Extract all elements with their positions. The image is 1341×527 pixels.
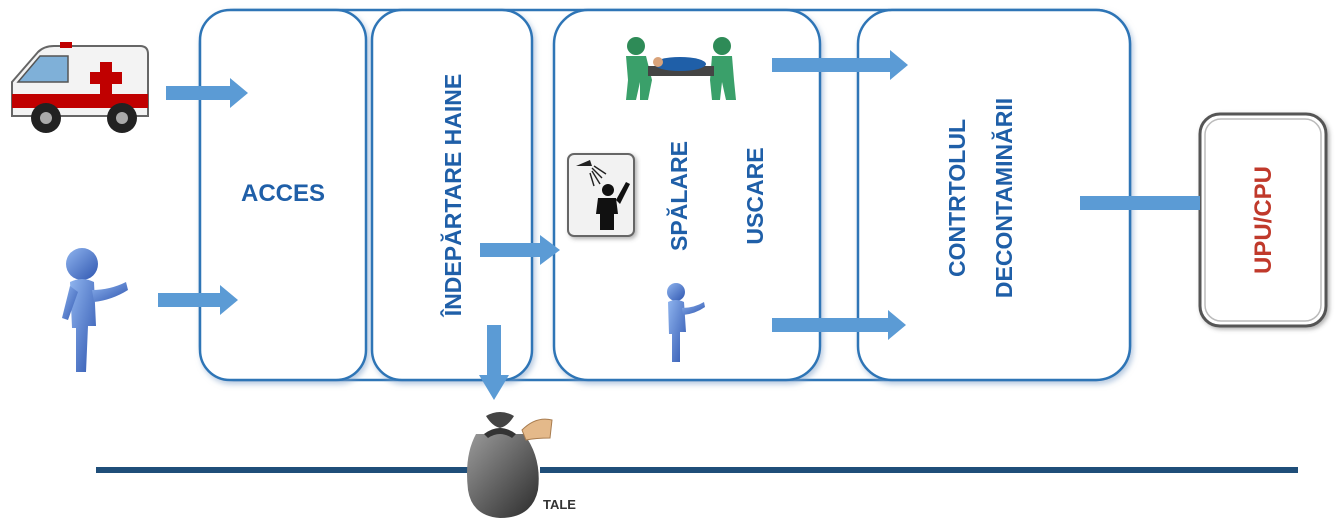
walking-person-icon — [62, 248, 128, 372]
upu-box — [1198, 112, 1328, 328]
garbage-bag-icon — [467, 412, 553, 518]
spalare-uscare-box — [552, 8, 822, 382]
arrow-person-to-acces — [158, 285, 238, 315]
waste-label: TALE — [543, 497, 576, 512]
uscare-label: USCARE — [742, 147, 768, 244]
stretcher-carriers-icon — [626, 37, 736, 100]
connector-control-to-upu — [1080, 196, 1200, 210]
arrow-person-to-control — [772, 310, 906, 340]
walking-person-icon-small — [667, 283, 705, 362]
acces-label: ACCES — [241, 180, 325, 207]
control-box — [856, 8, 1132, 382]
indepartare-label: ÎNDEPĂRTARE HAINE — [439, 74, 466, 317]
arrow-haine-down-waste — [479, 325, 509, 400]
indepartare-box — [370, 8, 534, 382]
flow-arrows — [158, 50, 1200, 400]
acces-box — [198, 8, 368, 382]
spalare-label: SPĂLARE — [665, 141, 692, 251]
arrow-haine-to-spalare — [480, 235, 560, 265]
control-label-line1: CONTRTOLUL — [944, 119, 970, 277]
arrow-stretcher-to-control — [772, 50, 908, 80]
upu-box-inner — [1204, 118, 1322, 322]
upu-label: UPU/CPU — [1250, 166, 1277, 274]
arrow-ambulance-to-acces — [166, 78, 248, 108]
ambulance-icon — [11, 42, 149, 133]
shower-icon — [567, 153, 635, 237]
control-label-line2: DECONTAMINĂRII — [990, 98, 1017, 298]
